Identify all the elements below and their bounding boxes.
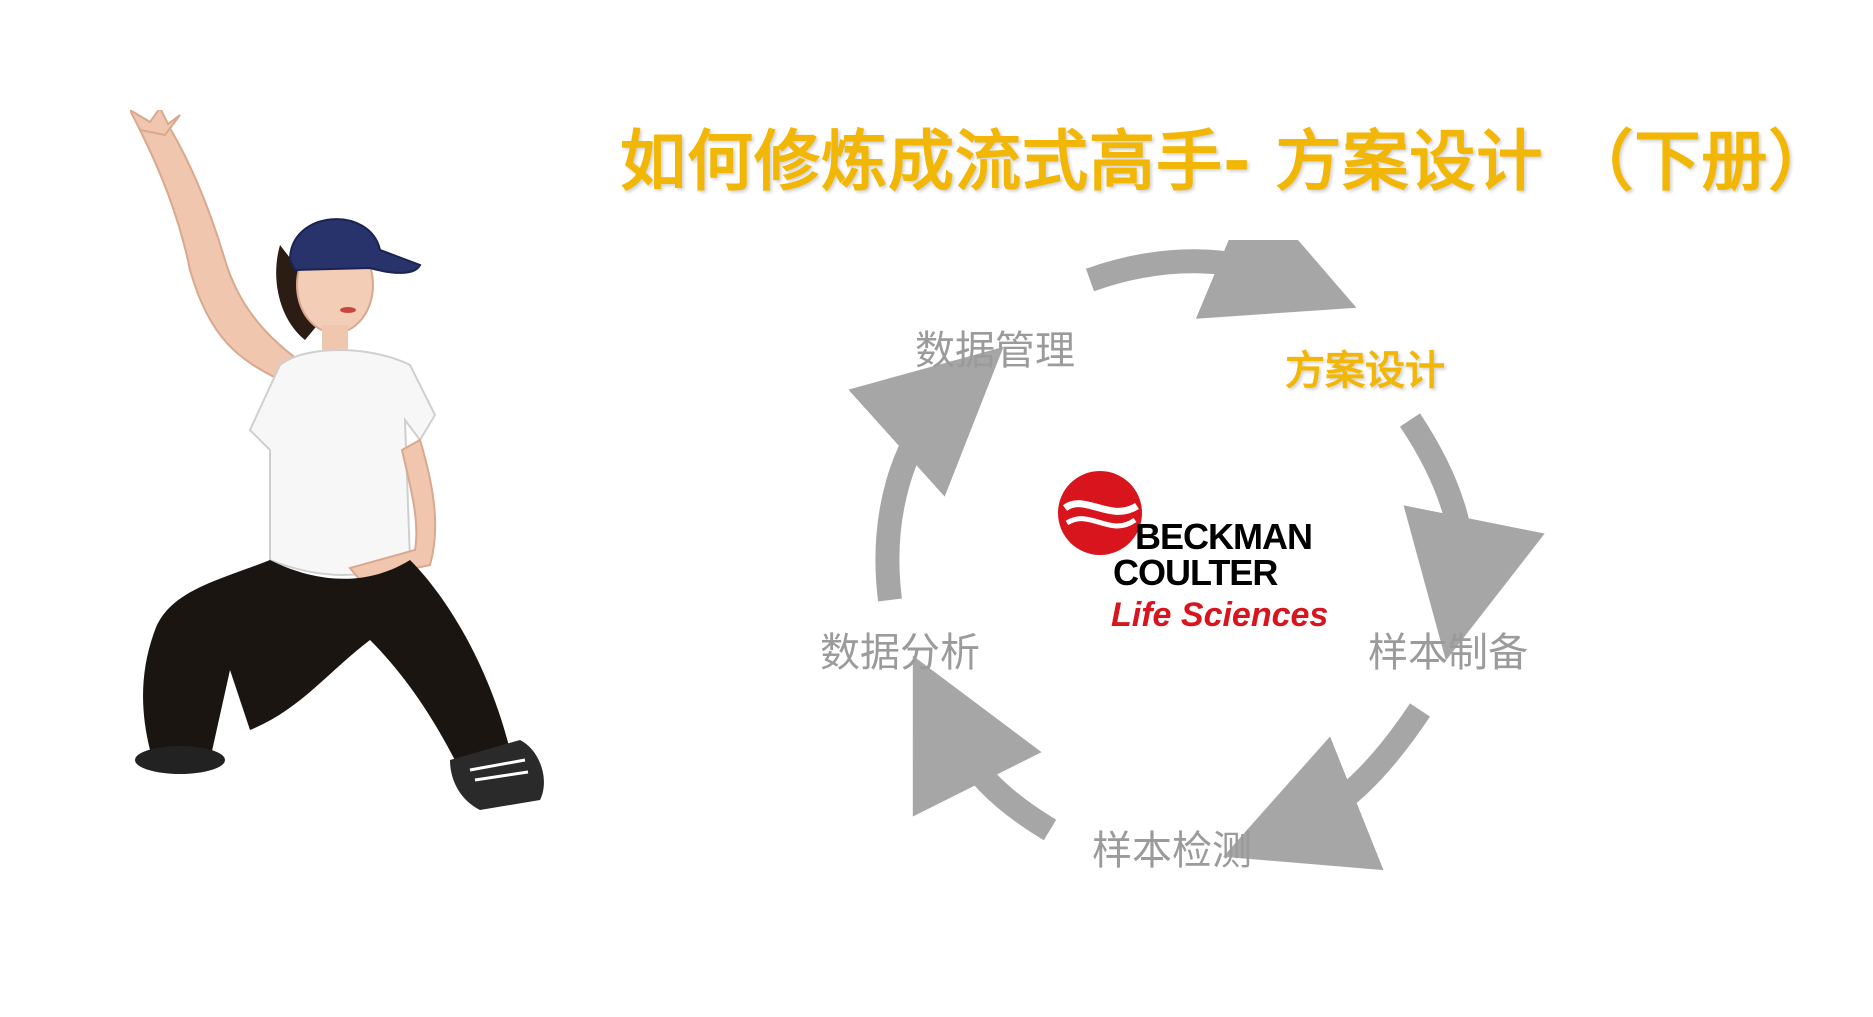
cycle-arrows <box>848 240 1545 871</box>
slide-title: 如何修炼成流式高手- 方案设计 （下册） <box>620 123 1836 200</box>
step-protocol-design: 方案设计 <box>1285 348 1445 394</box>
step-sample-prep: 样本制备 <box>1368 630 1528 676</box>
arrow-right <box>1400 413 1545 661</box>
logo-text-life-sciences: Life Sciences <box>1111 596 1329 634</box>
tai-chi-practitioner-icon <box>127 106 690 910</box>
logo-text-coulter: COULTER <box>1113 552 1278 593</box>
beckman-coulter-logo-icon <box>1058 471 1142 555</box>
step-data-management: 数据管理 <box>915 328 1075 374</box>
arrow-top <box>1085 240 1357 319</box>
logo-text-beckman: BECKMAN <box>1135 516 1313 557</box>
arrow-bottom-right <box>1223 703 1430 871</box>
beckman-coulter-logo: BECKMAN COULTER Life Sciences <box>1055 468 1355 648</box>
arrow-bottom-left <box>912 655 1057 841</box>
tai-chi-figure-svg <box>127 106 544 810</box>
arrow-left <box>848 346 1004 602</box>
step-sample-detection: 样本检测 <box>1092 828 1252 874</box>
step-data-analysis: 数据分析 <box>820 630 980 676</box>
